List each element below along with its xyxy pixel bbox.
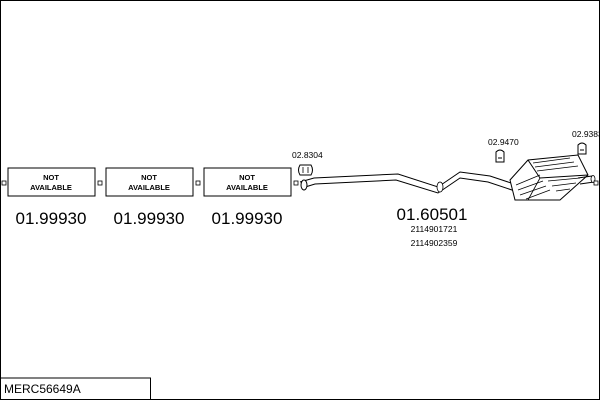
- pipe-bend-clamp: [436, 181, 444, 193]
- pipe-lower-edge: [301, 177, 519, 194]
- placeholder-box-1: NOT AVAILABLE 01.99930: [1, 167, 103, 228]
- tail-connector: [593, 180, 599, 186]
- front-clamp-number: 02.8304: [292, 150, 323, 160]
- part-number-2: 01.99930: [114, 209, 185, 228]
- main-part-number: 01.60501: [397, 205, 468, 224]
- available-label-1: AVAILABLE: [30, 183, 72, 192]
- oem-number-2: 2114902359: [411, 238, 458, 248]
- front-clamp-part: 02.8304: [292, 150, 323, 176]
- rear-hanger-part: 02.9470: [488, 137, 519, 163]
- part-number-1: 01.99930: [16, 209, 87, 228]
- oem-number-1: 2114901721: [411, 224, 458, 234]
- available-label-2: AVAILABLE: [128, 183, 170, 192]
- tail-hanger-number: 02.9383: [572, 129, 600, 139]
- rear-pipe-with-silencer: 01.60501 2114901721 2114902359: [299, 154, 599, 248]
- not-label-1: NOT: [43, 173, 59, 182]
- hanger-icon: [495, 149, 505, 163]
- placeholder-box-2: NOT AVAILABLE 01.99930: [105, 167, 201, 228]
- pipe-inlet-flange: [300, 179, 308, 191]
- clamp-icon: [298, 164, 313, 176]
- part-number-3: 01.99930: [212, 209, 283, 228]
- not-label-2: NOT: [141, 173, 157, 182]
- available-label-3: AVAILABLE: [226, 183, 268, 192]
- placeholder-box-3: NOT AVAILABLE 01.99930: [203, 167, 299, 228]
- connector-right-3: [293, 180, 299, 186]
- connector-right-2: [195, 180, 201, 186]
- connector-left-1: [1, 180, 7, 186]
- rear-hanger-number: 02.9470: [488, 137, 519, 147]
- tail-hanger-part: 02.9383: [572, 129, 600, 155]
- connector-right-1: [97, 180, 103, 186]
- tail-hanger-icon: [577, 142, 587, 155]
- not-label-3: NOT: [239, 173, 255, 182]
- silencer-hatching: [515, 157, 581, 200]
- diagram-code: MERC56649A: [4, 382, 81, 396]
- diagram-code-box: MERC56649A: [0, 377, 151, 400]
